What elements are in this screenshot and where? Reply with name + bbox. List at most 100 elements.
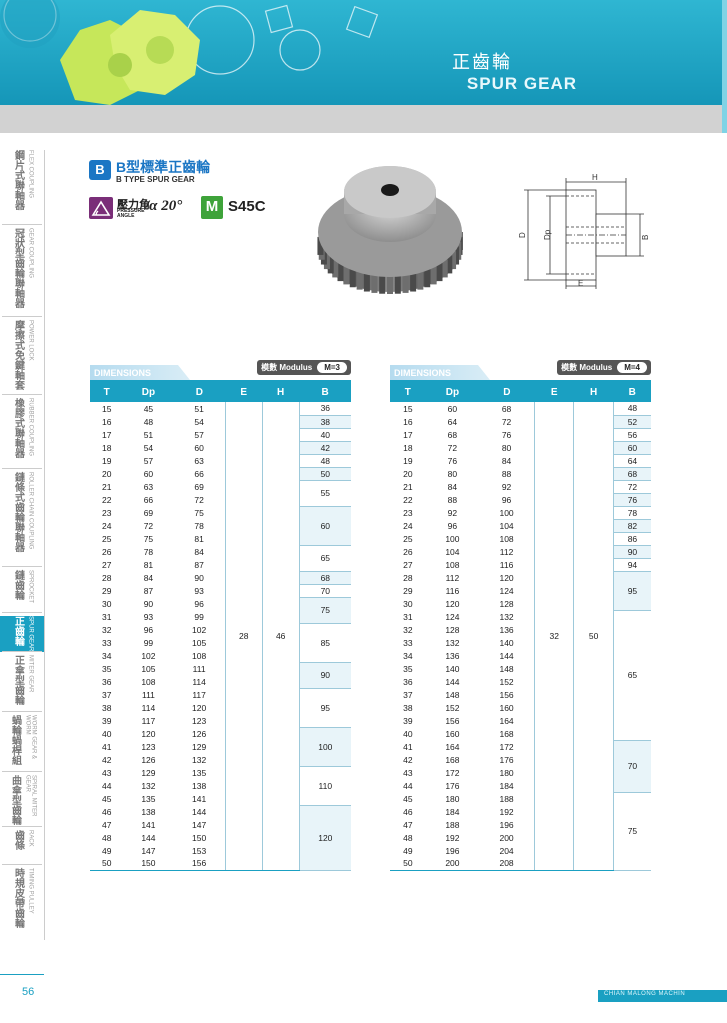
table-cell-b: 65 [613, 610, 651, 741]
dim-label-b: B [641, 235, 650, 240]
table-cell: 111 [192, 663, 206, 674]
table-cell: 128 [445, 624, 460, 635]
table-cell: 66 [143, 494, 154, 505]
table-cell: 50 [90, 857, 124, 871]
table-cell: 126 [192, 728, 207, 739]
table-cell: 150 [123, 857, 174, 871]
table-cell-h: 50 [573, 402, 614, 871]
gear-tooth [349, 269, 356, 288]
table-cell: 15 [101, 403, 112, 414]
gear-tooth [450, 251, 457, 270]
table-cell: 51 [194, 403, 204, 414]
sidebar-separator [2, 826, 42, 827]
table-cell: 18 [101, 442, 112, 453]
table-cell: 49 [101, 845, 112, 856]
table-cell: 30 [101, 598, 112, 609]
table-cell: 60 [447, 403, 458, 414]
footer-bar [598, 990, 727, 1002]
table-cell: 29 [101, 585, 112, 596]
table-cell: 63 [143, 481, 154, 492]
table-cell: 123 [141, 741, 156, 752]
table-cell: 37 [403, 689, 413, 700]
table-cell: 45 [403, 793, 413, 804]
table-cell: 68 [447, 429, 458, 440]
table-cell-b: 76 [613, 493, 651, 507]
column-header: B [299, 382, 351, 402]
decorative-gears-graphic [0, 0, 379, 105]
table-cell: 37 [101, 689, 112, 700]
gear-tooth [323, 251, 330, 270]
table-cell: 39 [403, 715, 413, 726]
table-cell: 136 [445, 650, 460, 661]
page-number: 56 [22, 986, 35, 998]
sidebar-item-label-en: MITER GEAR [27, 655, 34, 693]
column-header: T [90, 382, 124, 402]
gear-tooth [371, 274, 378, 293]
table-cell: 30 [403, 598, 413, 609]
sidebar-item-label-en: SPIRAL MITER GEAR [24, 775, 37, 817]
table-cell: 20 [403, 468, 413, 479]
table-cell: 38 [101, 702, 112, 713]
table-cell: 69 [143, 507, 154, 518]
sidebar-item-label-zh: 齒條 [12, 830, 24, 850]
table-cell: 112 [499, 546, 514, 557]
table-cell: 180 [499, 767, 514, 778]
table-cell: 196 [499, 819, 514, 830]
table-cell: 20 [101, 468, 112, 479]
table-cell: 108 [141, 676, 156, 687]
table-cell-b: 95 [613, 571, 651, 611]
table-cell: 132 [499, 611, 514, 622]
table-cell: 33 [403, 637, 413, 648]
table-cell: 184 [445, 806, 460, 817]
sidebar-item-label-zh: 正齒輪 [12, 616, 24, 646]
table-cell: 105 [141, 663, 156, 674]
gear-tooth [453, 246, 460, 265]
table-cell: 25 [403, 533, 413, 544]
table-cell: 200 [425, 857, 480, 871]
table-cell: 129 [141, 767, 156, 778]
table-cell: 87 [143, 585, 154, 596]
table-cell: 40 [101, 728, 112, 739]
table-cell: 27 [101, 559, 112, 570]
table-cell: 99 [194, 611, 204, 622]
sidebar-item-label-en: FLEX COUPLING [27, 150, 34, 199]
table-cell: 15 [403, 403, 413, 414]
sidebar-item-label-zh: 摩擦式免鍵軸套 [12, 320, 24, 390]
table-cell-b: 75 [613, 792, 651, 871]
table-cell: 16 [101, 416, 112, 427]
table-cell: 45 [101, 793, 112, 804]
table-cell: 114 [141, 702, 156, 713]
table-cell-b: 38 [299, 415, 351, 429]
table-cell: 24 [101, 520, 112, 531]
table-cell-b: 85 [299, 623, 351, 663]
table-cell: 75 [194, 507, 204, 518]
gear-tooth [337, 263, 344, 282]
table-cell: 135 [141, 793, 156, 804]
table-cell-b: 110 [299, 766, 351, 806]
